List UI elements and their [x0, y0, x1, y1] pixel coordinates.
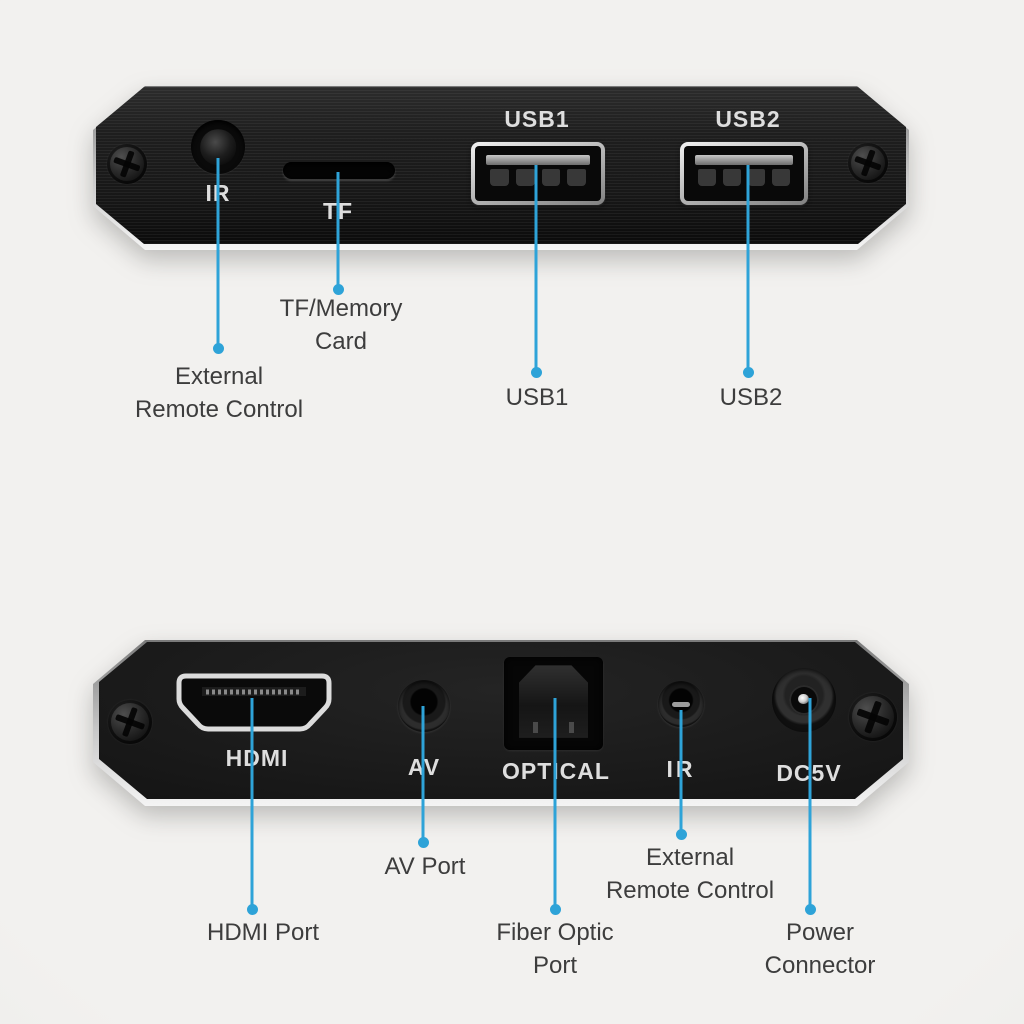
- callout-power-connector: Power Connector: [764, 919, 876, 979]
- leader-line-av: [421, 706, 425, 843]
- usb1-port: [471, 142, 605, 205]
- dc-pin-icon: [798, 693, 809, 705]
- leader-line-hdmi: [250, 698, 254, 910]
- leader-line-ir-bottom: [679, 710, 683, 835]
- callout-external-remote-top: External Remote Control: [134, 363, 304, 423]
- hdmi-port-label: HDMI: [225, 745, 289, 771]
- leader-line-optical: [553, 698, 557, 910]
- dc-inner-ring: [788, 684, 820, 716]
- usb-tab-icon: [694, 155, 794, 165]
- usb1-port-label: USB1: [504, 106, 570, 132]
- hdmi-port: [176, 673, 332, 732]
- tf-card-slot: [283, 162, 395, 179]
- leader-line-tf: [336, 172, 340, 290]
- device-top-panel: IR TF USB1 USB2: [93, 86, 909, 250]
- callout-av-port: AV Port: [384, 853, 466, 880]
- usb2-port: [680, 142, 808, 205]
- screw-icon: [107, 144, 147, 184]
- usb-contacts-icon: [490, 169, 586, 186]
- callout-usb2: USB2: [719, 384, 783, 411]
- screw-icon: [849, 693, 897, 741]
- callout-tf-memory-card: TF/Memory Card: [279, 295, 403, 355]
- leader-line-usb1: [534, 165, 538, 373]
- screw-icon: [108, 700, 152, 744]
- usb2-port-inner: [684, 146, 804, 201]
- leader-line-dc: [808, 698, 812, 910]
- device-bottom-panel: HDMI AV OPTICAL IR DC5V: [93, 640, 909, 806]
- dc-power-port: [772, 668, 836, 732]
- usb1-port-inner: [475, 146, 601, 201]
- callout-usb1: USB1: [505, 384, 569, 411]
- screw-icon: [848, 143, 888, 183]
- leader-line-ir-top: [216, 158, 220, 349]
- usb-contacts-icon: [698, 169, 790, 186]
- usb2-port-label: USB2: [715, 106, 781, 132]
- callout-hdmi-port: HDMI Port: [206, 919, 320, 946]
- usb-tab-icon: [486, 155, 590, 165]
- leader-line-usb2: [746, 165, 750, 373]
- callout-fiber-optic-port: Fiber Optic Port: [496, 919, 614, 979]
- callout-external-remote-bottom: External Remote Control: [605, 844, 775, 904]
